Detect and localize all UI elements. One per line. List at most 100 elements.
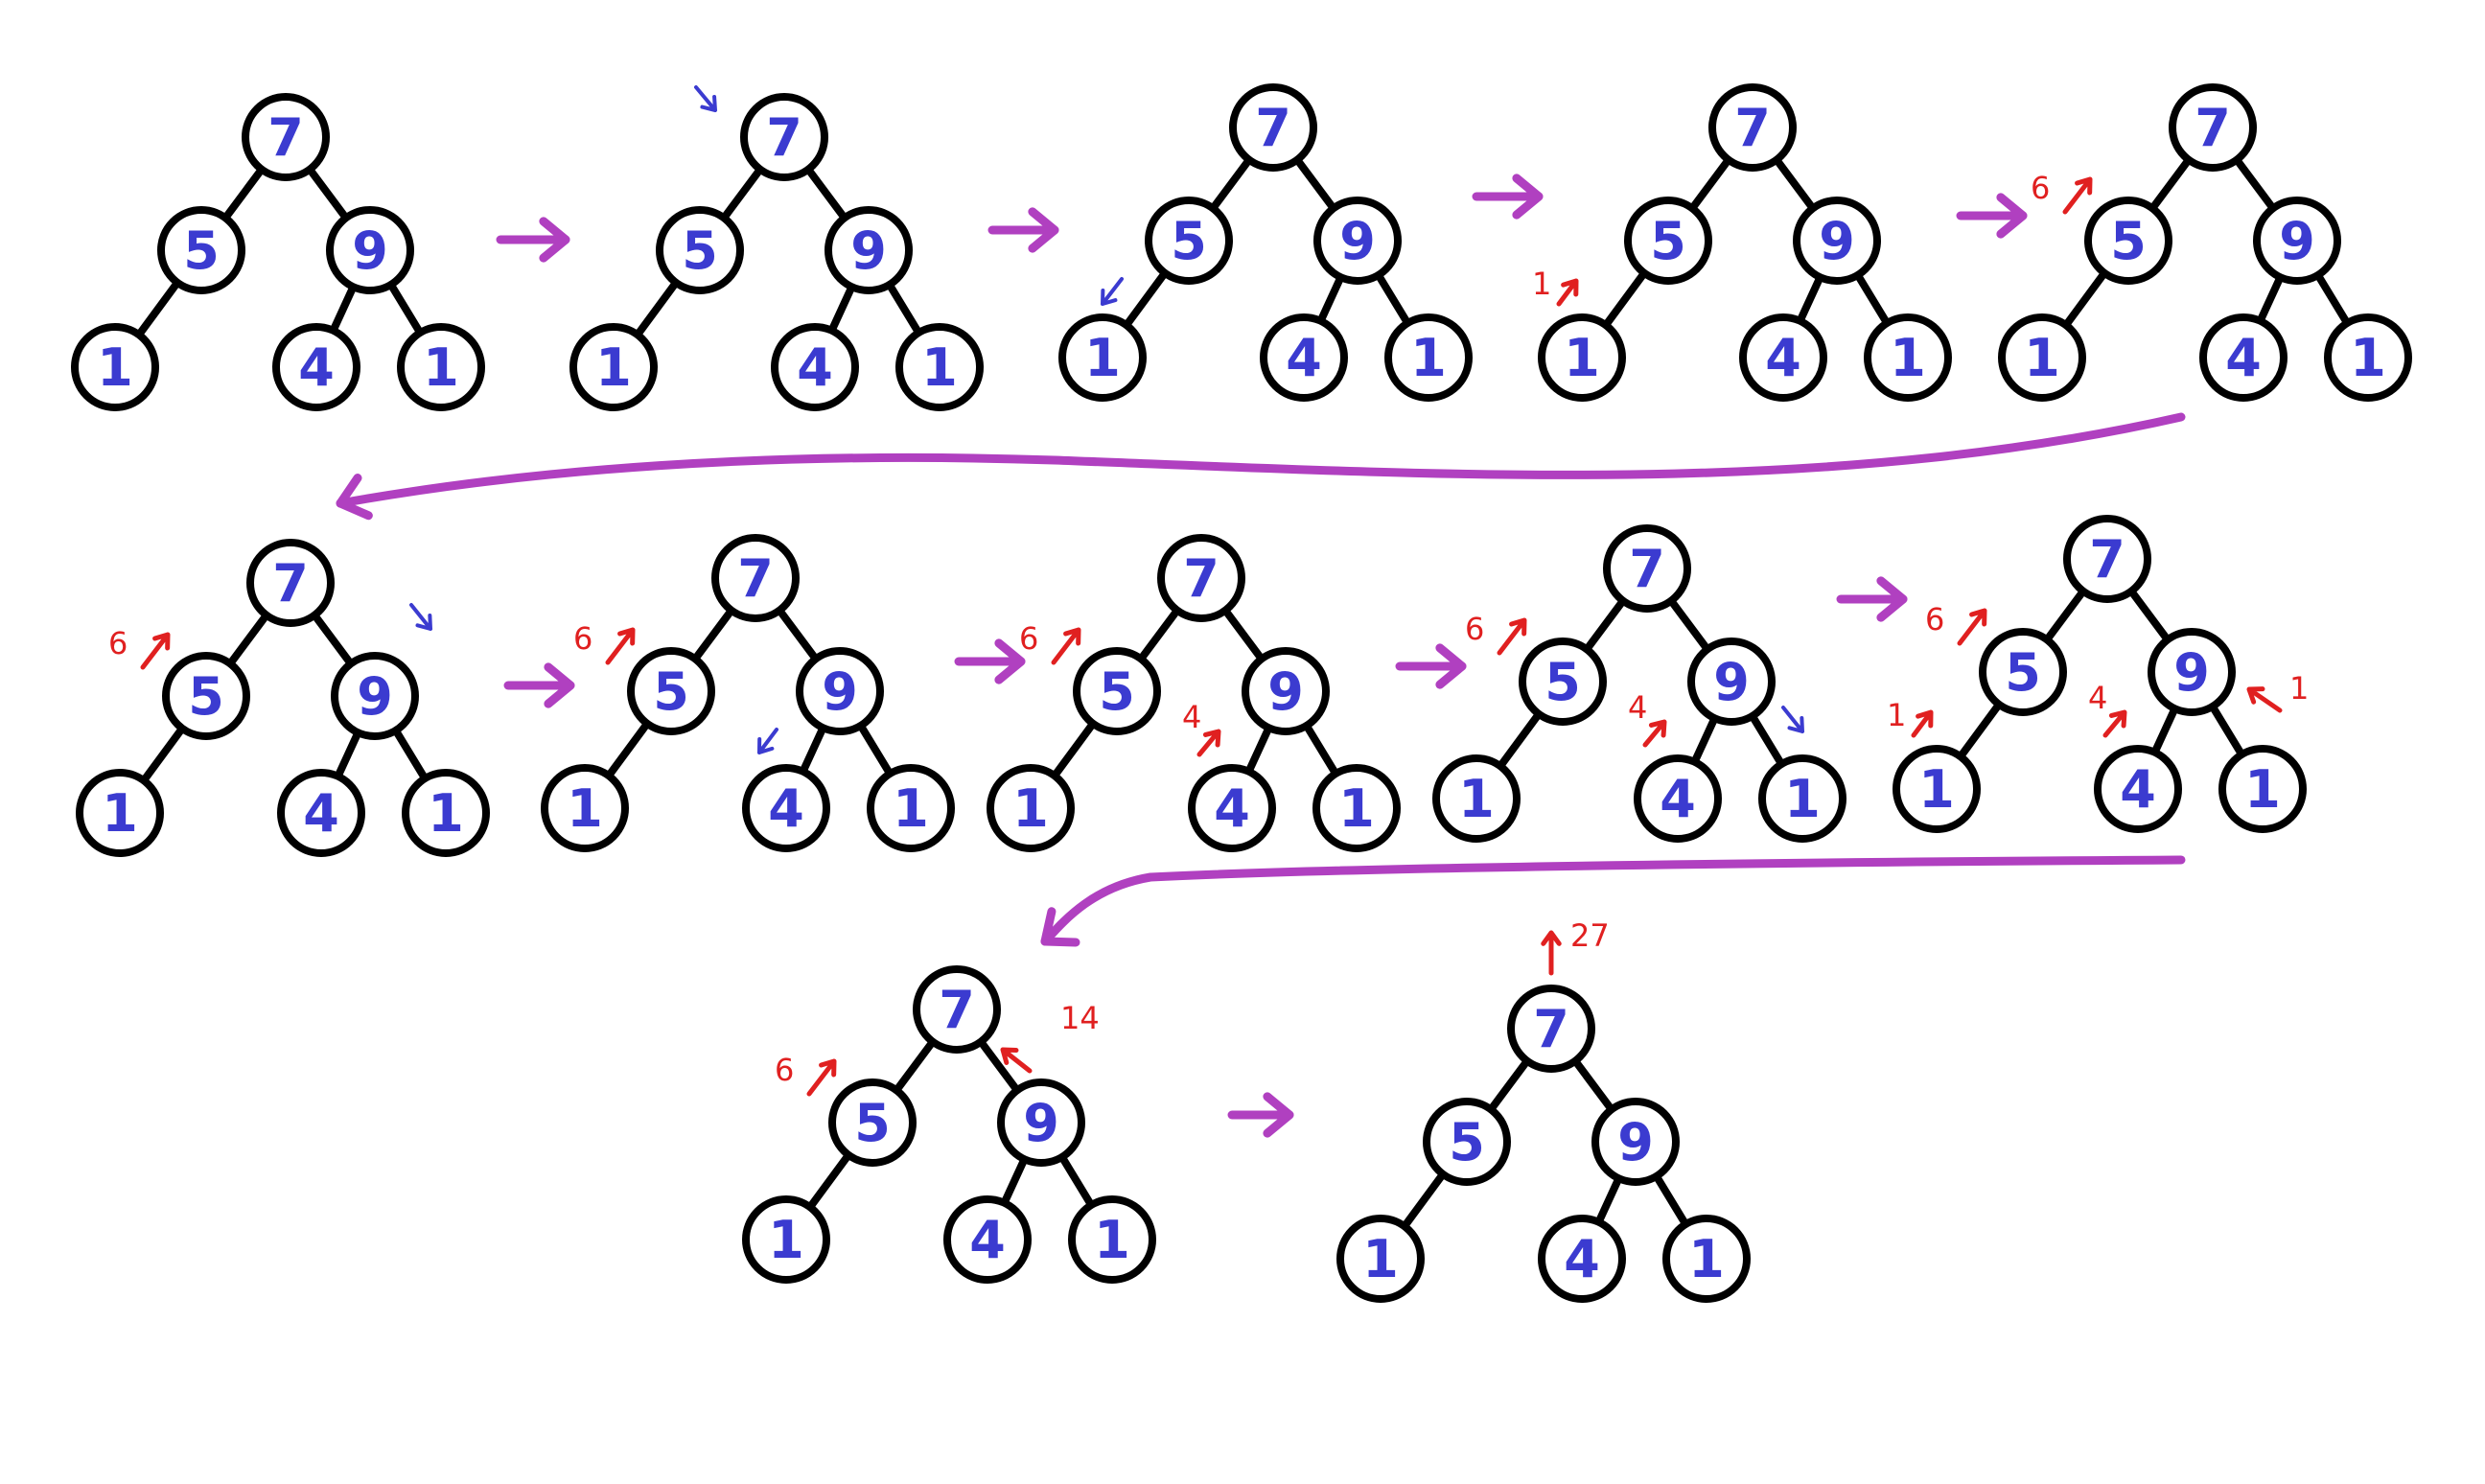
return-value-label: 14	[1060, 1000, 1100, 1036]
node-value: 1	[1564, 328, 1600, 388]
node-circle	[913, 965, 1001, 1054]
tree-node: 7	[2063, 515, 2151, 603]
tree-edge	[1667, 596, 1711, 654]
return-value-label: 4	[1182, 699, 1201, 735]
node-circle	[627, 647, 715, 735]
return-value-label: 27	[1570, 917, 1610, 954]
node-value: 1	[1362, 1229, 1399, 1289]
tree-node: 5	[157, 206, 245, 294]
flow-arrowhead-icon	[994, 638, 1026, 684]
tree-edge	[1293, 155, 1337, 213]
tree-edge	[1652, 1171, 1690, 1229]
tree-edge	[1137, 606, 1181, 663]
tree-node: 1	[541, 764, 629, 852]
node-circle	[1708, 83, 1797, 172]
node-value: 5	[1650, 211, 1686, 271]
tree-edge	[1400, 1170, 1448, 1231]
node-value: 5	[653, 661, 689, 722]
tree-node: 5	[1145, 197, 1233, 285]
node-circle	[157, 206, 245, 294]
tree-node: 5	[1073, 647, 1161, 735]
node-value: 7	[272, 553, 309, 614]
tree-node: 4	[272, 323, 360, 411]
return-value-label: 1	[2289, 670, 2309, 707]
node-circle	[1893, 745, 1981, 833]
node-circle	[2253, 197, 2341, 285]
node-circle	[1384, 313, 1473, 402]
tree-edge	[1853, 270, 1892, 328]
node-value: 1	[1918, 759, 1955, 820]
tree-node: 5	[828, 1078, 917, 1167]
node-value: 4	[2120, 759, 2156, 820]
node-circle	[162, 652, 250, 740]
node-value: 1	[1094, 1210, 1130, 1270]
tree-edge	[2061, 268, 2109, 330]
tree-node: 5	[1423, 1098, 1511, 1186]
node-value: 1	[595, 337, 632, 398]
visit-arrow-icon	[409, 603, 432, 631]
tree-node: 1	[1864, 313, 1952, 402]
tree-node: 1	[1058, 313, 1147, 402]
tree-edge	[1000, 1155, 1029, 1207]
node-value: 1	[1410, 328, 1447, 388]
tree-node: 4	[771, 323, 859, 411]
node-circle	[1998, 313, 2086, 402]
node-value: 1	[567, 778, 603, 839]
tree-node: 1	[1538, 313, 1626, 402]
node-value: 5	[1449, 1112, 1485, 1172]
tree-edge	[1571, 1056, 1615, 1114]
node-circle	[2169, 83, 2257, 172]
tree-edge	[1773, 155, 1817, 213]
tree-node: 1	[76, 769, 164, 857]
node-value: 7	[1183, 548, 1219, 609]
node-value: 5	[188, 666, 224, 727]
node-value: 9	[1713, 652, 1750, 712]
return-value-label: 1	[1532, 266, 1551, 302]
tree-node: 1	[2218, 745, 2307, 833]
tree-node: 9	[2148, 628, 2236, 716]
tree-edge	[1487, 1056, 1531, 1114]
node-circle	[1058, 313, 1147, 402]
tree-node: 7	[246, 539, 335, 627]
return-arrow-icon	[1957, 608, 1987, 646]
tree-edge	[2313, 270, 2352, 328]
flow-arrow-icon	[336, 412, 2186, 508]
node-circle	[1423, 1098, 1511, 1186]
node-value: 5	[1544, 652, 1581, 712]
tree-node: 1	[1068, 1195, 1156, 1284]
node-circle	[1591, 1098, 1680, 1186]
tree-node: 1	[1336, 1215, 1425, 1303]
tree-node: 4	[1260, 313, 1348, 402]
node-value: 1	[102, 783, 138, 844]
tree-edge	[306, 165, 350, 222]
tree-edge	[334, 729, 362, 780]
node-circle	[997, 1078, 1085, 1167]
return-arrow-icon	[2062, 176, 2093, 215]
node-value: 9	[1339, 211, 1376, 271]
node-circle	[1432, 754, 1521, 843]
node-circle	[1336, 1215, 1425, 1303]
node-value: 4	[797, 337, 833, 398]
return-value-label: 6	[573, 620, 592, 657]
tree-edge	[1057, 1152, 1096, 1210]
tree-node: 4	[1634, 754, 1722, 843]
flow-arrowhead-icon	[1996, 193, 2028, 239]
node-value: 9	[1819, 211, 1855, 271]
node-value: 9	[1267, 661, 1304, 722]
node-value: 1	[1688, 1229, 1725, 1289]
tree-node: 1	[1998, 313, 2086, 402]
node-value: 4	[969, 1210, 1006, 1270]
node-circle	[824, 206, 913, 294]
node-value: 1	[1084, 328, 1121, 388]
tree-edge	[885, 280, 923, 337]
flow-arrowhead-icon	[1876, 576, 1908, 622]
tree-node: 4	[1739, 313, 1827, 402]
node-circle	[1662, 1215, 1751, 1303]
return-value-label: 6	[775, 1052, 794, 1088]
node-circle	[277, 769, 365, 857]
tree-node: 4	[2199, 313, 2288, 402]
